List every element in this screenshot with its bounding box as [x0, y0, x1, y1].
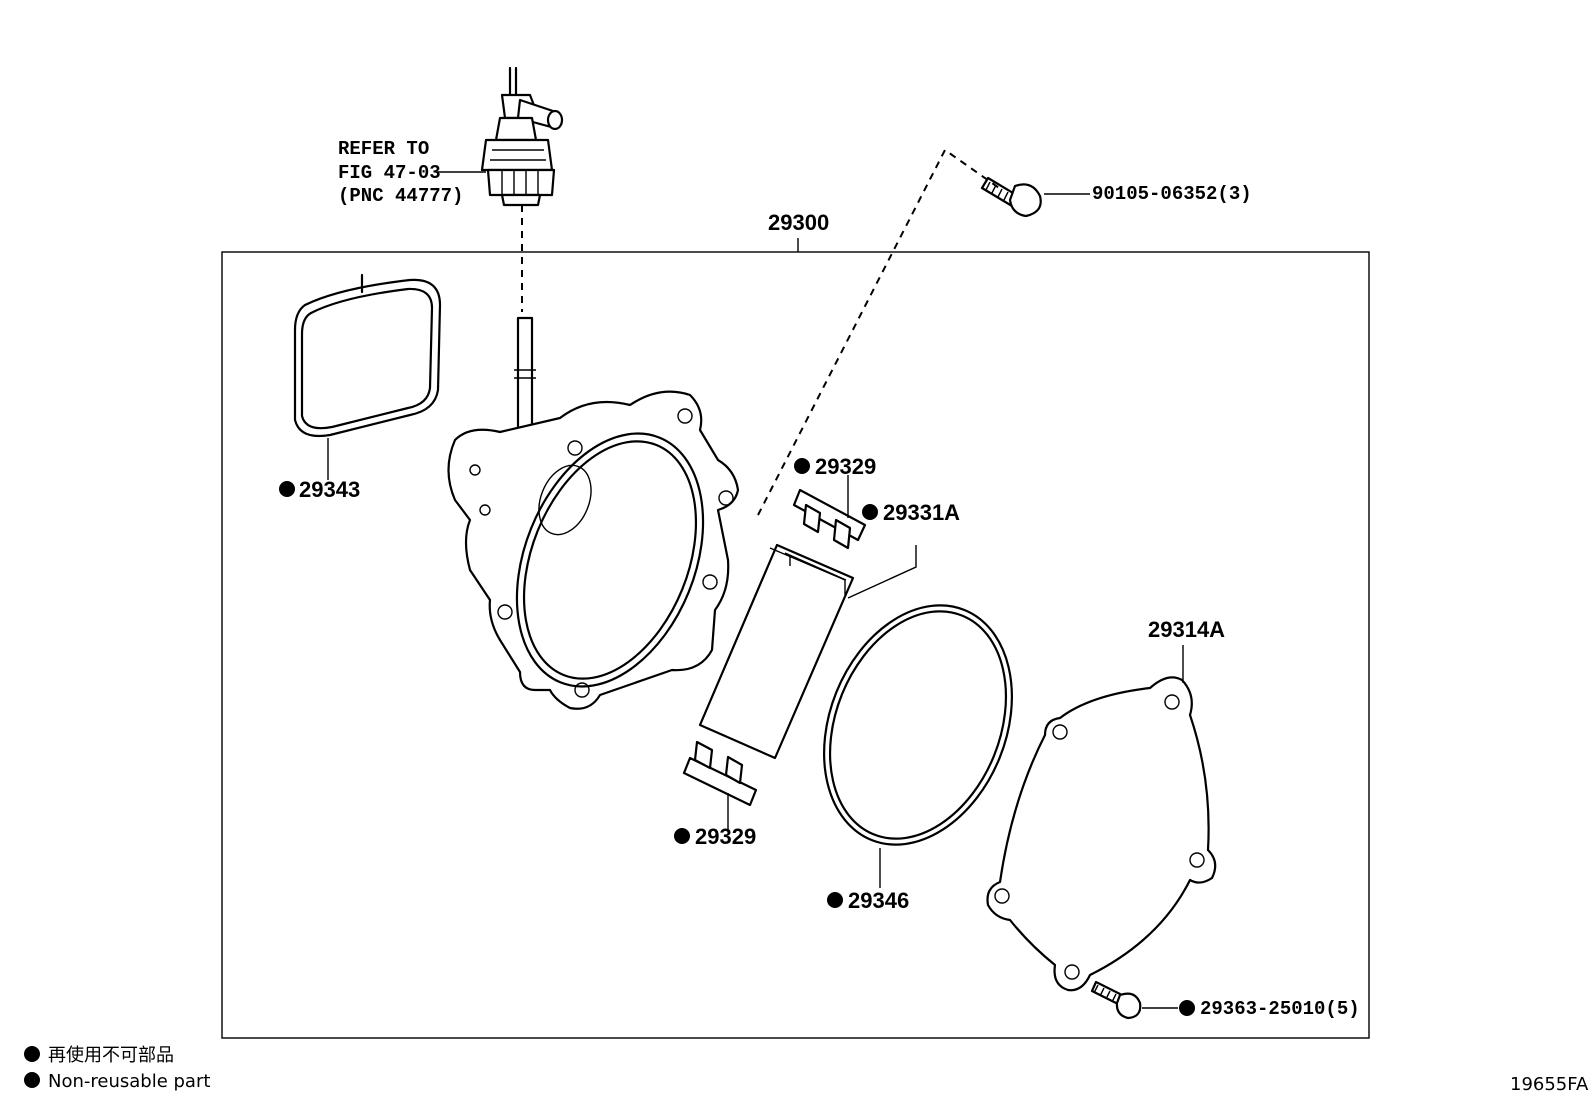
- housing-illustration: [447, 316, 740, 710]
- legend-dot-icon: [24, 1072, 40, 1088]
- figure-id: 19655FA: [1510, 1074, 1589, 1095]
- bolt-bottom-illustration: [1090, 980, 1142, 1020]
- filter-part-number: 29331A: [883, 500, 960, 525]
- seal-lower-part-number: 29329: [695, 824, 756, 849]
- assembly-number: 29300: [768, 210, 829, 235]
- cover-part-number: 29314A: [1148, 617, 1225, 642]
- bolt-top-dash-line: [757, 148, 1003, 516]
- legend-text-en: Non-reusable part: [48, 1071, 210, 1092]
- non-reusable-dot: [674, 828, 690, 844]
- legend-text-jp: 再使用不可部品: [48, 1045, 174, 1066]
- bolt-bottom-part-number: 29363-25010(5): [1200, 998, 1360, 1020]
- non-reusable-dot: [794, 458, 810, 474]
- gasket-square-illustration: [293, 273, 442, 438]
- refer-line-1: REFER TO: [338, 138, 429, 160]
- non-reusable-dot: [279, 481, 295, 497]
- cover-illustration: [986, 676, 1217, 992]
- filter-leader: [847, 545, 917, 599]
- non-reusable-dot: [862, 504, 878, 520]
- bolt-top-illustration: [980, 176, 1042, 218]
- refer-line-3: (PNC 44777): [338, 185, 463, 207]
- legend-dot-icon: [24, 1046, 40, 1062]
- bolt-top-part-number: 90105-06352(3): [1092, 183, 1252, 205]
- o-ring-part-number: 29346: [848, 888, 909, 913]
- assembly-frame: [221, 251, 1370, 1039]
- o-ring-illustration: [823, 604, 1013, 846]
- seal-lower-illustration: [682, 740, 758, 807]
- filter-illustration: [698, 543, 855, 760]
- seal-upper-part-number: 29329: [815, 454, 876, 479]
- hose-connector-illustration: [480, 66, 564, 207]
- seal-upper-illustration: [792, 488, 867, 550]
- refer-line-2: FIG 47-03: [338, 162, 441, 184]
- gasket-square-part-number: 29343: [299, 477, 360, 502]
- non-reusable-dot: [1179, 1000, 1195, 1016]
- non-reusable-dot: [827, 892, 843, 908]
